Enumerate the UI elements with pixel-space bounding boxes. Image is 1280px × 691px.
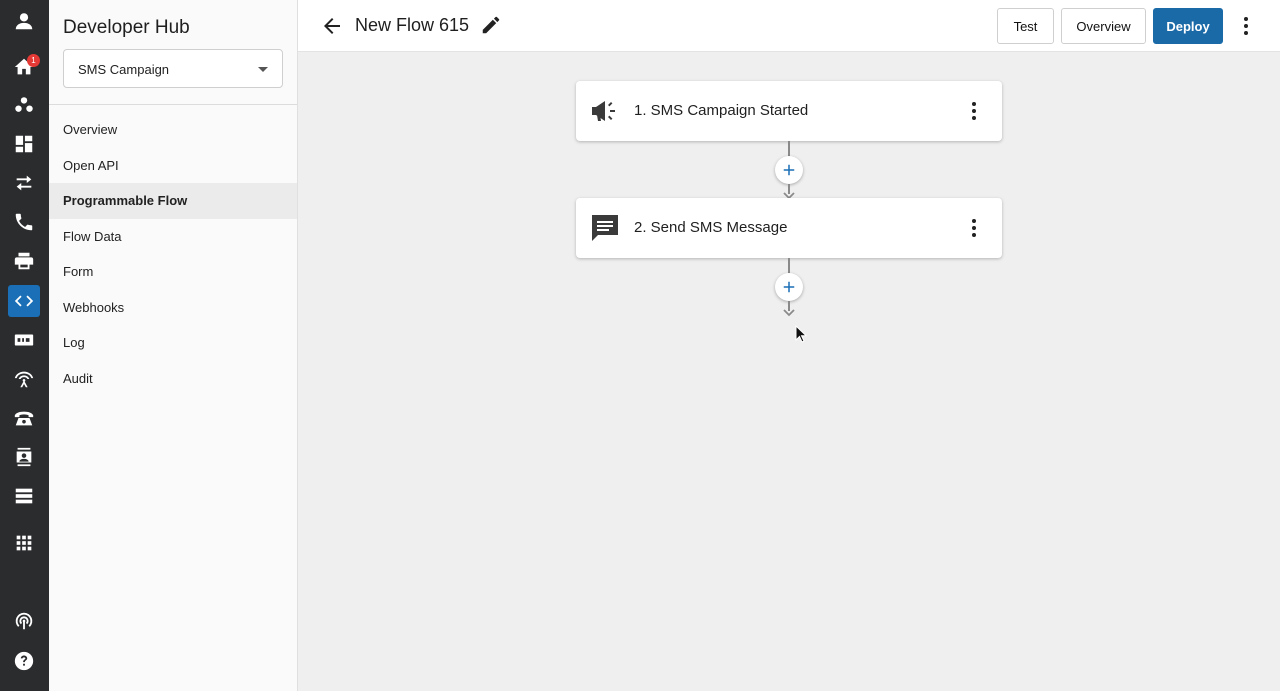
sidebar-item-flow-data[interactable]: Flow Data — [63, 228, 122, 244]
list-icon[interactable] — [8, 480, 40, 512]
flow-step-card[interactable]: 1. SMS Campaign Started — [576, 81, 1002, 141]
swap-icon[interactable] — [8, 167, 40, 199]
more-vert-icon[interactable] — [962, 99, 986, 123]
pencil-icon[interactable] — [480, 14, 502, 36]
overview-button[interactable]: Overview — [1061, 8, 1146, 44]
mouse-cursor-icon — [795, 324, 808, 343]
test-button[interactable]: Test — [997, 8, 1054, 44]
add-step-button[interactable] — [775, 273, 803, 301]
apps-grid-icon[interactable] — [8, 527, 40, 559]
project-select-value: SMS Campaign — [78, 62, 170, 77]
printer-icon[interactable] — [8, 245, 40, 277]
flow-step-label: 1. SMS Campaign Started — [634, 102, 809, 119]
add-step-button[interactable] — [775, 156, 803, 184]
connector-line — [788, 301, 790, 311]
flow-step-label: 2. Send SMS Message — [634, 219, 788, 236]
dashboard-icon[interactable] — [8, 128, 40, 160]
sidebar-item-programmable-flow[interactable]: Programmable Flow — [49, 183, 297, 219]
tower-icon[interactable] — [8, 363, 40, 395]
account-icon[interactable] — [8, 5, 40, 37]
code-icon[interactable] — [8, 285, 40, 317]
sidebar-item-overview[interactable]: Overview — [63, 122, 118, 137]
people-icon[interactable] — [8, 89, 40, 121]
flow-step-card[interactable]: 2. Send SMS Message — [576, 198, 1002, 258]
connector-line — [788, 184, 790, 194]
sidebar-nav: Overview Open API Programmable Flow Flow… — [49, 112, 297, 396]
sidebar-item-webhooks[interactable]: Webhooks — [63, 299, 125, 315]
megaphone-icon — [589, 95, 621, 127]
notification-badge: 1 — [27, 54, 40, 67]
arrow-down-icon — [783, 305, 795, 317]
sidebar: Developer Hub SMS Campaign Overview Open… — [49, 0, 298, 691]
sidebar-item-form[interactable]: Form — [63, 264, 94, 279]
flow-header: New Flow 615 Test Overview Deploy — [298, 0, 1280, 52]
sidebar-title: Developer Hub — [63, 17, 190, 38]
sidebar-item-log[interactable]: Log — [63, 335, 85, 350]
more-vert-icon[interactable] — [962, 216, 986, 240]
desk-phone-icon[interactable] — [8, 402, 40, 434]
divider — [49, 104, 297, 105]
project-select[interactable]: SMS Campaign — [63, 49, 283, 88]
flow-title: New Flow 615 — [355, 15, 470, 35]
broadcast-icon[interactable] — [8, 605, 40, 637]
arrow-down-icon — [783, 188, 795, 200]
sidebar-item-open-api[interactable]: Open API — [63, 157, 119, 173]
connector-line — [788, 141, 790, 158]
message-icon — [589, 212, 621, 244]
sidebar-item-audit[interactable]: Audit — [63, 370, 93, 386]
help-icon[interactable] — [8, 645, 40, 677]
sip-icon[interactable] — [8, 324, 40, 356]
home-icon[interactable]: 1 — [8, 51, 40, 83]
back-arrow-icon[interactable] — [320, 14, 344, 38]
deploy-button[interactable]: Deploy — [1153, 8, 1223, 44]
phone-icon[interactable] — [8, 206, 40, 238]
more-vert-icon[interactable] — [1234, 14, 1258, 38]
connector-line — [788, 258, 790, 275]
chevron-down-icon — [258, 67, 268, 72]
app-rail: 1 — [0, 0, 49, 691]
contacts-icon[interactable] — [8, 441, 40, 473]
